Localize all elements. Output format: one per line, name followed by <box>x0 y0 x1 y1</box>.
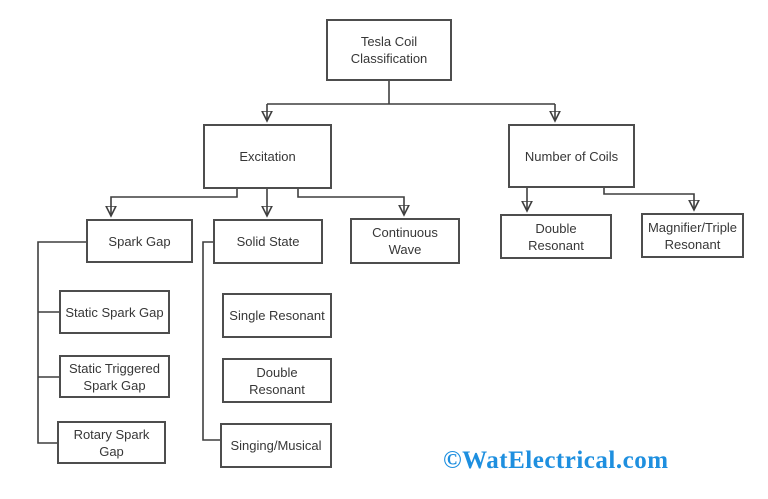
node-rotary-spark-gap: Rotary Spark Gap <box>57 421 166 464</box>
node-spark-gap: Spark Gap <box>86 219 193 263</box>
node-excitation: Excitation <box>203 124 332 189</box>
node-noc-double-resonant: Double Resonant <box>500 214 612 259</box>
edge-excitation-to-continuous-wave <box>297 189 404 214</box>
watermark-text: ©WatElectrical.com <box>443 447 669 474</box>
node-static-triggered-spark-gap: Static Triggered Spark Gap <box>59 355 170 398</box>
edge-spark-gap-elbow <box>37 241 86 444</box>
edge-noc-to-magnifier <box>603 188 694 209</box>
edge-excitation-to-spark-gap <box>111 189 238 215</box>
node-single-resonant: Single Resonant <box>222 293 332 338</box>
node-ss-double-resonant: Double Resonant <box>222 358 332 403</box>
node-solid-state: Solid State <box>213 219 323 264</box>
node-number-of-coils: Number of Coils <box>508 124 635 188</box>
edge-solid-state-elbow <box>202 241 220 441</box>
node-static-spark-gap: Static Spark Gap <box>59 290 170 334</box>
node-singing-musical: Singing/Musical <box>220 423 332 468</box>
node-tesla-coil-classification: Tesla Coil Classification <box>326 19 452 81</box>
node-continuous-wave: Continuous Wave <box>350 218 460 264</box>
node-magnifier-triple-resonant: Magnifier/Triple Resonant <box>641 213 744 258</box>
